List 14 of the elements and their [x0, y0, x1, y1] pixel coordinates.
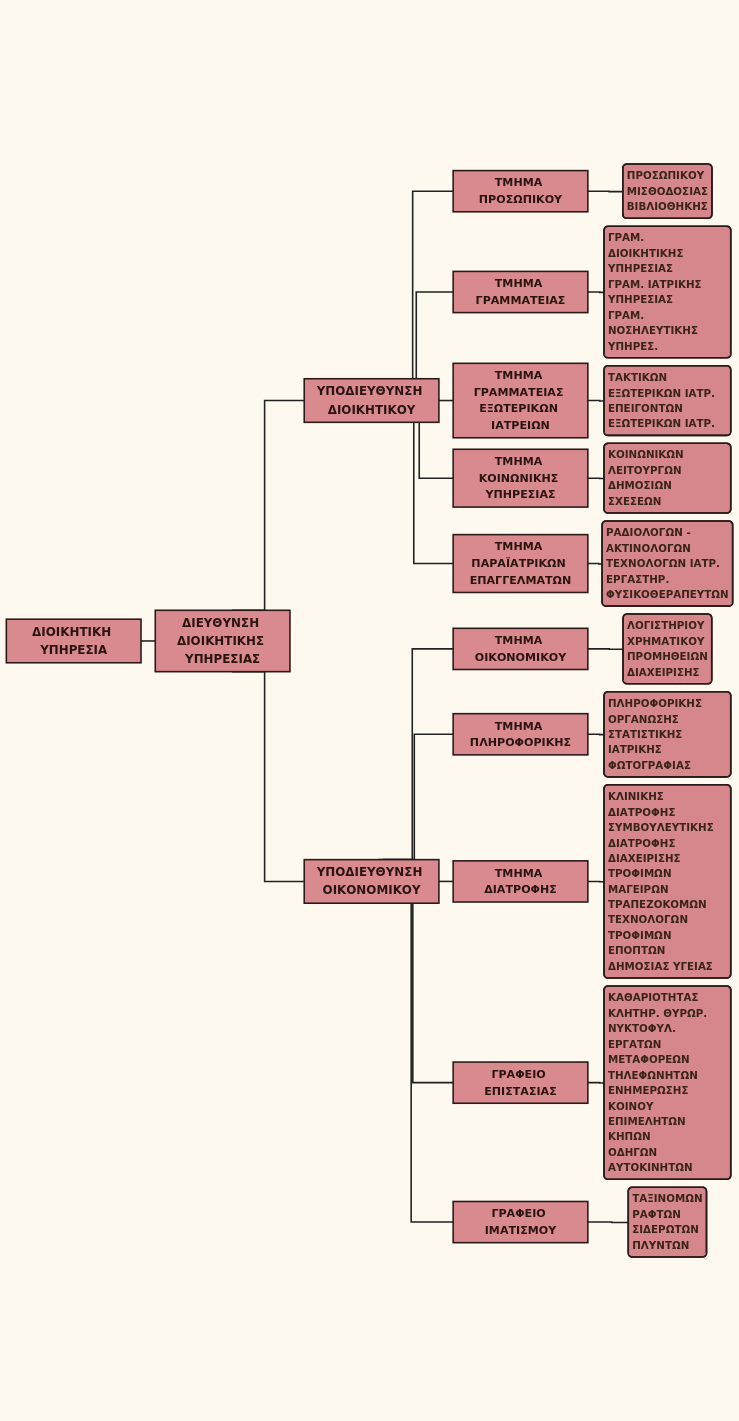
node-box: ΤΜΗΜΑ ΠΡΟΣΩΠΙΚΟΥ — [452, 169, 589, 213]
node-box: ΤΜΗΜΑ ΠΛΗΡΟΦΟΡΙΚΗΣ — [452, 712, 589, 756]
node-box: ΓΡΑΦΕΙΟ ΕΠΙΣΤΑΣΙΑΣ — [452, 1061, 589, 1105]
node-box: ΤΜΗΜΑ ΠΑΡΑΪΑΤΡΙΚΩΝ ΕΠΑΓΓΕΛΜΑΤΩΝ — [452, 533, 589, 594]
node-box: ΤΜΗΜΑ ΓΡΑΜΜΑΤΕΙΑΣ ΕΞΩΤΕΡΙΚΩΝ ΙΑΤΡΕΙΩΝ — [452, 362, 589, 439]
node-box: ΤΜΗΜΑ ΟΙΚΟΝΟΜΙΚΟΥ — [452, 627, 589, 671]
node-box: ΔΙΟΙΚΗΤΙΚΗ ΥΠΗΡΕΣΙΑ — [5, 618, 142, 664]
node-box: ΓΡΑΦΕΙΟ ΙΜΑΤΙΣΜΟΥ — [452, 1200, 589, 1244]
node-box: ΤΜΗΜΑ ΔΙΑΤΡΟΦΗΣ — [452, 860, 589, 903]
node-box: ΔΙΕΥΘΥΝΣΗ ΔΙΟΙΚΗΤΙΚΗΣ ΥΠΗΡΕΣΙΑΣ — [154, 609, 291, 673]
node-box: ΥΠΟΔΙΕΥΘΥΝΣΗ ΔΙΟΙΚΗΤΙΚΟΥ — [303, 377, 440, 424]
node-box: ΤΜΗΜΑ ΚΟΙΝΩΝΙΚΗΣ ΥΠΗΡΕΣΙΑΣ — [452, 448, 589, 508]
node-box: ΥΠΟΔΙΕΥΘΥΝΣΗ ΟΙΚΟΝΟΜΙΚΟΥ — [303, 858, 440, 904]
node-box: ΤΜΗΜΑ ΓΡΑΜΜΑΤΕΙΑΣ — [452, 270, 589, 314]
